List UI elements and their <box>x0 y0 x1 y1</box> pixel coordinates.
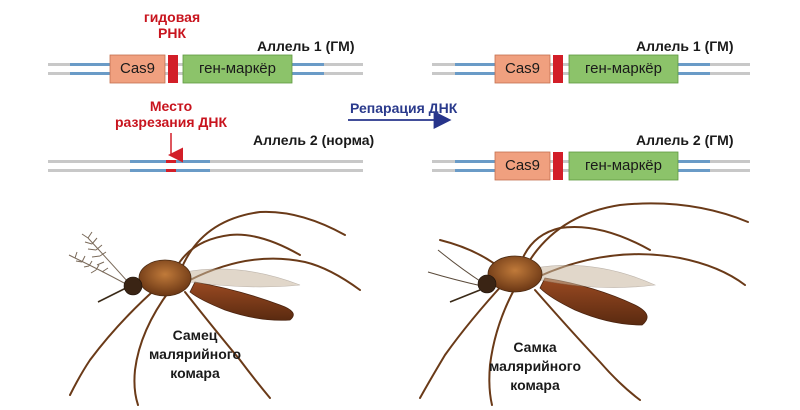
homology-arm-right <box>678 63 710 66</box>
cas9-label: Cas9 <box>504 60 541 77</box>
marker-gene-label: ген-маркёр <box>198 60 276 77</box>
guide-rna-label-line2: РНК <box>158 25 186 41</box>
allele1-right-dna <box>432 54 750 84</box>
cut-site-mark <box>166 169 176 172</box>
allele2-right-dna <box>432 151 750 181</box>
male-mosquito-illustration <box>68 210 361 406</box>
female-caption: Самка малярийного комара <box>480 338 590 395</box>
allele2-right-label: Аллель 2 (ГМ) <box>636 132 734 148</box>
allele1-left-dna <box>48 54 363 84</box>
cas9-label: Cas9 <box>119 60 156 77</box>
homology-arm-right <box>678 72 710 75</box>
homology-arm-left <box>455 72 495 75</box>
allele1-left-label: Аллель 1 (ГМ) <box>257 38 355 54</box>
female-caption-line3: комара <box>510 377 560 393</box>
cut-site-label-line1: Место <box>149 98 193 114</box>
guide-rna-label-line1: гидовая <box>143 9 201 25</box>
cut-site-mark <box>166 160 176 163</box>
homology-arm-right <box>678 169 710 172</box>
allele1-right-label: Аллель 1 (ГМ) <box>636 38 734 54</box>
cas9-label: Cas9 <box>504 157 541 174</box>
female-caption-line2: малярийного <box>489 358 581 374</box>
homology-arm-left <box>70 63 110 66</box>
female-mosquito-illustration <box>419 202 749 406</box>
homology-arm-left <box>455 63 495 66</box>
repair-label: Репарация ДНК <box>350 100 458 116</box>
allele2-left-dna <box>48 133 363 172</box>
guide-rna-block <box>168 55 178 83</box>
marker-gene-label: ген-маркёр <box>584 60 662 77</box>
marker-gene-box <box>568 54 679 84</box>
cut-site-label: Место разрезания ДНК <box>110 98 232 130</box>
guide-rna-block <box>553 55 563 83</box>
male-caption: Самец малярийного комара <box>140 326 250 383</box>
guide-rna-block <box>553 152 563 180</box>
marker-gene-box <box>182 54 293 84</box>
female-caption-line1: Самка <box>513 339 557 355</box>
cas9-box <box>494 54 551 84</box>
homology-arm-left <box>455 160 495 163</box>
cut-site-label-line2: разрезания ДНК <box>114 114 228 130</box>
marker-gene-box <box>568 151 679 181</box>
male-caption-line1: Самец <box>172 327 218 343</box>
guide-rna-label: гидовая РНК <box>130 9 214 41</box>
male-caption-line3: комара <box>170 365 220 381</box>
homology-arm-left <box>70 72 110 75</box>
homology-arm-right <box>292 72 324 75</box>
homology-arm-left <box>455 169 495 172</box>
cas9-box <box>494 151 551 181</box>
allele2-left-label: Аллель 2 (норма) <box>253 132 375 148</box>
homology-arm-right <box>678 160 710 163</box>
cas9-box <box>109 54 166 84</box>
male-caption-line2: малярийного <box>149 346 241 362</box>
homology-arm-right <box>292 63 324 66</box>
marker-gene-label: ген-маркёр <box>584 157 662 174</box>
